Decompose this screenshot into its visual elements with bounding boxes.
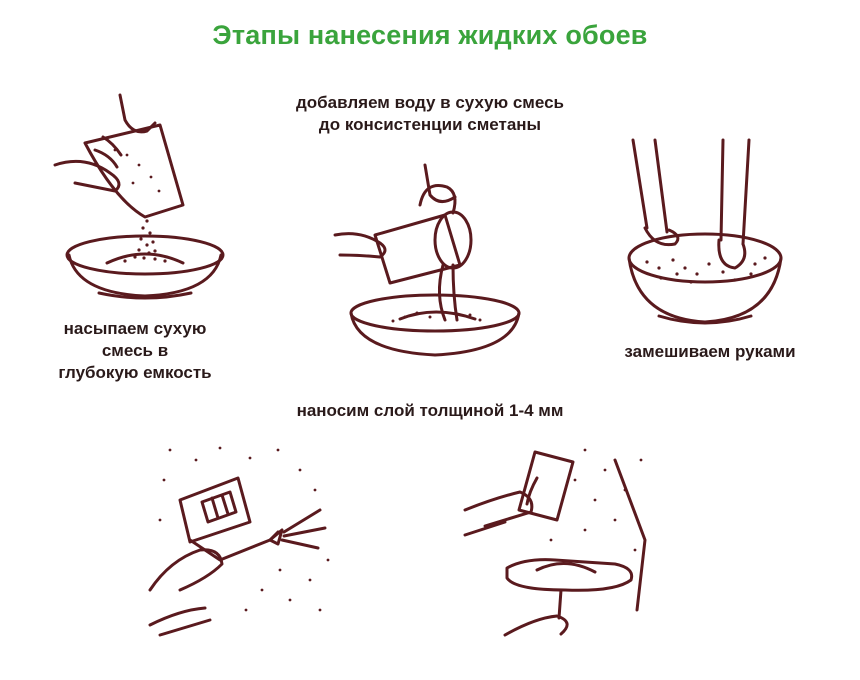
step4-caption-line: наносим слой толщиной 1-4 мм	[296, 401, 564, 420]
step1-caption-line: смесь в	[101, 341, 169, 360]
trowel-application-illustration	[463, 448, 647, 637]
bowl-rim	[65, 234, 225, 276]
falling-particles	[113, 148, 167, 263]
step3-caption-line: замешиваем руками	[624, 342, 796, 361]
trowel-blade	[517, 450, 575, 522]
hand-right	[717, 238, 747, 270]
hand-right	[423, 163, 457, 203]
step3-caption: замешиваем руками	[585, 341, 835, 363]
wall-line	[613, 458, 647, 612]
arm	[148, 606, 212, 637]
mix-by-hand-illustration	[627, 138, 783, 325]
trowel-handle	[525, 476, 539, 506]
bowl-base	[97, 291, 193, 300]
step4-caption: наносим слой толщиной 1-4 мм	[250, 400, 610, 422]
hawk-board	[505, 558, 634, 592]
spray-nozzle	[268, 528, 284, 546]
wall-texture-dots	[158, 446, 330, 612]
step2-caption-line: добавляем воду в сухую смесь	[296, 93, 564, 112]
step2-caption: добавляем воду в сухую смесь до консисте…	[240, 92, 620, 136]
hand-upper	[118, 93, 157, 134]
bowl-body	[67, 253, 223, 298]
hand	[148, 548, 224, 592]
hawk-handle	[557, 588, 563, 620]
step1-caption-line: глубокую емкость	[58, 363, 212, 382]
hopper-grid	[200, 490, 238, 524]
spray-jets	[280, 508, 327, 550]
mix-mound	[105, 252, 185, 265]
wall-texture-dots	[549, 448, 643, 552]
pitcher-body	[373, 213, 462, 285]
arm-left	[631, 138, 669, 234]
mix-particles	[645, 256, 767, 284]
step1-caption: насыпаем сухую смесь в глубокую емкость	[20, 318, 250, 384]
bag-outline	[83, 123, 185, 219]
bowl-body	[627, 256, 783, 324]
hand-lower	[503, 614, 569, 637]
arm-upper	[463, 520, 507, 537]
step1-caption-line: насыпаем сухую	[63, 319, 207, 338]
bowl-body	[349, 311, 521, 357]
arm-right	[719, 138, 751, 246]
page-title: Этапы нанесения жидких обоев	[212, 20, 648, 50]
hand-left	[643, 226, 680, 247]
bowl-rim	[627, 232, 783, 284]
hand-upper	[463, 490, 534, 528]
step2-caption-line: до консистенции сметаны	[318, 115, 542, 134]
mix-on-hawk	[535, 562, 597, 574]
mix-particles	[391, 311, 482, 323]
hand-lower	[53, 159, 121, 193]
pour-dry-mix-illustration	[53, 93, 225, 300]
spray-application-illustration	[148, 446, 330, 637]
hopper-container	[178, 476, 252, 544]
hand-fingers	[93, 135, 123, 169]
mix-mound	[398, 310, 477, 321]
bowl-base	[657, 314, 753, 325]
pitcher-handle	[418, 184, 457, 215]
hand-left	[333, 232, 387, 259]
add-water-illustration	[333, 163, 521, 357]
